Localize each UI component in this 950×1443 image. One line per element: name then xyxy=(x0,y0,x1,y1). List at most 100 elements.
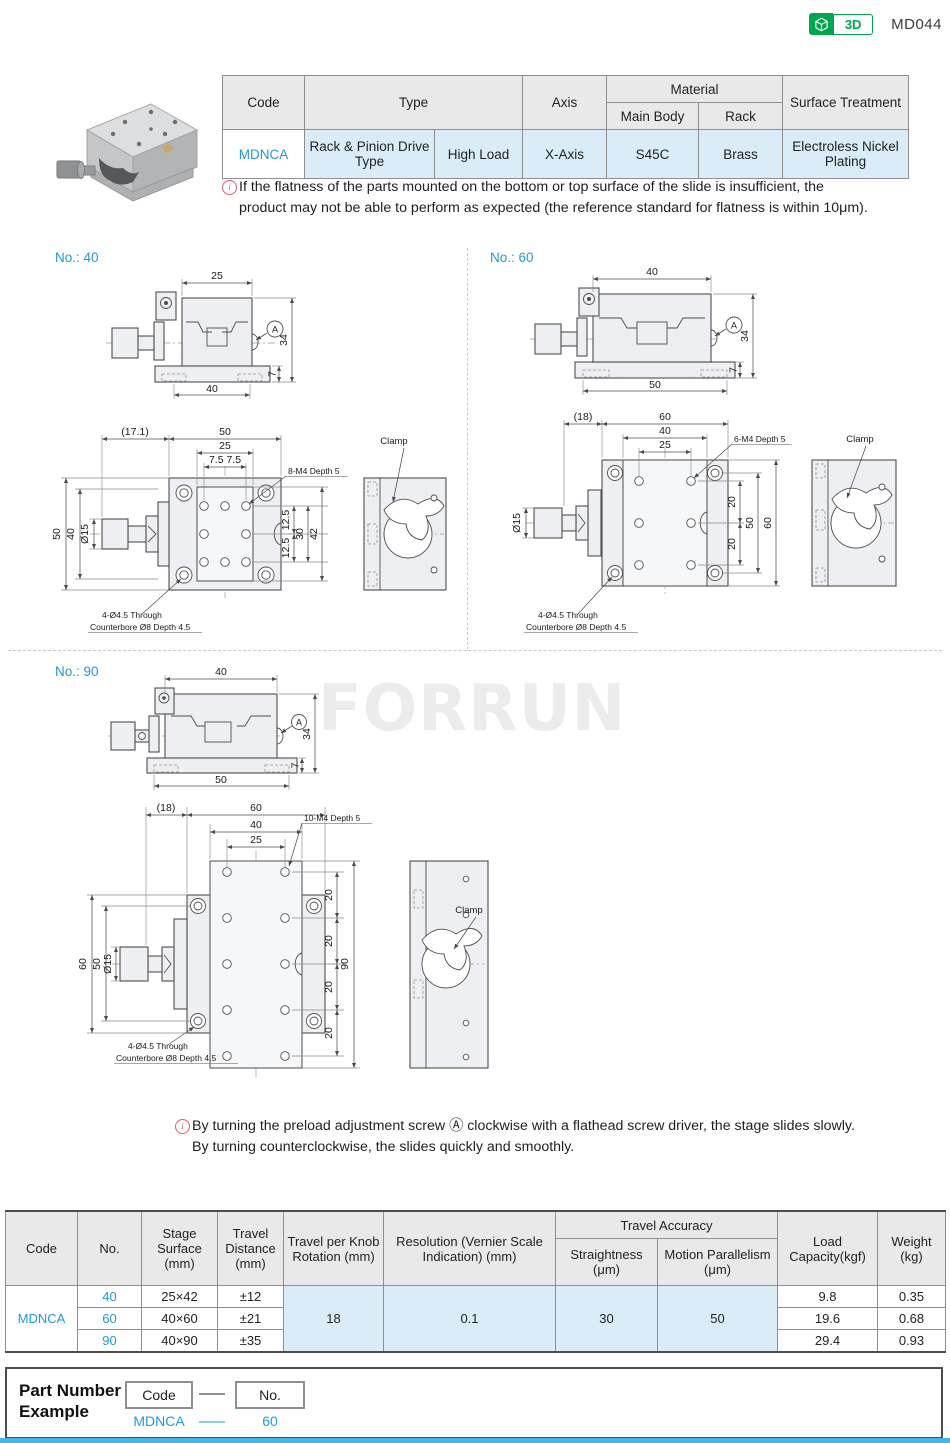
dim-label: 50 xyxy=(91,958,103,970)
preload-note-line1: By turning the preload adjustment screw … xyxy=(192,1118,855,1134)
size-stage-60: 40×60 xyxy=(141,1307,218,1330)
preload-note-line2: By turning counterclockwise, the slides … xyxy=(192,1139,575,1155)
part-number-code-value: MDNCA xyxy=(133,1413,185,1429)
size-no-90[interactable]: 90 xyxy=(77,1329,142,1353)
dim-label: 30 xyxy=(294,528,306,540)
part-number-title: Part Number Example xyxy=(19,1381,122,1421)
spec-table: Code Type Axis Material Surface Treatmen… xyxy=(222,75,910,179)
flatness-note-line1: If the flatness of the parts mounted on … xyxy=(239,179,824,195)
dim-label: 60 xyxy=(77,958,89,970)
dim-label: 20 xyxy=(323,981,335,993)
dashed-divider-vertical xyxy=(467,248,468,650)
dim-label: 12.5 xyxy=(280,510,292,531)
dim-label: 25 xyxy=(211,270,223,282)
dim-label: 20 xyxy=(323,1027,335,1039)
spec-header-surface: Surface Treatment xyxy=(782,75,910,130)
size-header-weight: Weight (kg) xyxy=(877,1210,946,1286)
info-icon: i xyxy=(175,1119,190,1134)
screw-ref-label: A xyxy=(731,321,737,331)
screw-ref-label: A xyxy=(296,718,302,728)
size-table: Code No. Stage Surface (mm) Travel Dista… xyxy=(5,1210,946,1353)
dim-label: 20 xyxy=(726,496,738,508)
size-header-code: Code xyxy=(5,1210,78,1286)
info-icon: i xyxy=(222,180,237,195)
dim-label: 60 xyxy=(250,802,262,814)
dim-label: 20 xyxy=(323,889,335,901)
dim-label: 40 xyxy=(65,528,77,540)
spec-type-load: High Load xyxy=(434,129,523,179)
no90-side-drawing: A 40 34 7 50 xyxy=(108,666,319,790)
size-header-no: No. xyxy=(77,1210,142,1286)
3d-badge[interactable]: 3D xyxy=(809,13,874,35)
size-header-travel: Travel Distance (mm) xyxy=(217,1210,284,1286)
dim-label: 40 xyxy=(250,819,262,831)
3d-badge-label: 3D xyxy=(833,13,874,35)
spec-main-body-value: S45C xyxy=(606,129,699,179)
dash-line xyxy=(199,1393,225,1395)
dim-label: Ø15 xyxy=(102,954,114,974)
spec-header-axis: Axis xyxy=(522,75,607,130)
size-load-40: 9.8 xyxy=(777,1285,878,1308)
size-header-straightness: Straightness (μm) xyxy=(555,1238,658,1286)
dim-label: 50 xyxy=(744,517,756,529)
size-header-accuracy: Travel Accuracy xyxy=(555,1210,778,1239)
size-travel-40: ±12 xyxy=(217,1285,284,1308)
size-header-stage: Stage Surface (mm) xyxy=(141,1210,218,1286)
screw-ref-label: A xyxy=(272,325,278,335)
tap-callout: 10-M4 Depth 5 xyxy=(304,813,360,823)
size-code-value[interactable]: MDNCA xyxy=(5,1285,78,1353)
size-weight-60: 0.68 xyxy=(877,1307,946,1330)
spec-code-value[interactable]: MDNCA xyxy=(222,129,305,179)
size-travel-60: ±21 xyxy=(217,1307,284,1330)
size-travel-90: ±35 xyxy=(217,1329,284,1353)
size-weight-90: 0.93 xyxy=(877,1329,946,1353)
spec-header-material: Material xyxy=(605,75,784,103)
cbore-callout-line1: 4-Ø4.5 Through xyxy=(102,610,162,620)
tap-callout: 8-M4 Depth 5 xyxy=(288,466,340,476)
dim-label: 50 xyxy=(51,528,63,540)
spec-header-code: Code xyxy=(222,75,305,130)
spec-header-rack: Rack xyxy=(697,102,784,130)
dim-label: 20 xyxy=(323,935,335,947)
dim-label: Ø15 xyxy=(79,524,91,544)
dim-label: 40 xyxy=(659,425,671,437)
dim-label: 34 xyxy=(739,330,751,342)
page-header: 3D MD044 xyxy=(809,13,942,35)
part-number-example: Part Number Example Code No. MDNCA 60 xyxy=(5,1367,943,1439)
dim-label: 50 xyxy=(649,379,661,391)
part-number-no-box: No. xyxy=(235,1381,305,1409)
spec-axis-value: X-Axis xyxy=(522,129,607,179)
dim-label: 40 xyxy=(206,383,218,395)
dim-label: 20 xyxy=(726,538,738,550)
size-resolution: 0.1 xyxy=(383,1285,556,1353)
size-stage-40: 25×42 xyxy=(141,1285,218,1308)
part-number-no-value: 60 xyxy=(262,1413,278,1429)
size-no-40[interactable]: 40 xyxy=(77,1285,142,1308)
size-no-60[interactable]: 60 xyxy=(77,1307,142,1330)
watermark: FORRUN xyxy=(318,672,627,746)
dim-label: 25 xyxy=(219,440,231,452)
dim-label: 40 xyxy=(646,266,658,278)
tap-callout: 6-M4 Depth 5 xyxy=(734,434,786,444)
flatness-note: i If the flatness of the parts mounted o… xyxy=(222,177,922,219)
size-header-parallelism: Motion Parallelism (μm) xyxy=(657,1238,778,1286)
no60-plan-drawing: (18) 60 40 25 Ø15 20 20 50 60 6-M4 Depth… xyxy=(511,411,897,633)
dim-label: 60 xyxy=(762,517,774,529)
size-header-knob: Travel per Knob Rotation (mm) xyxy=(283,1210,384,1286)
size-knob-rotation: 18 xyxy=(283,1285,384,1353)
size-header-resolution: Resolution (Vernier Scale Indication) (m… xyxy=(383,1210,556,1286)
size-load-60: 19.6 xyxy=(777,1307,878,1330)
no40-side-drawing: A 25 34 7 40 xyxy=(106,270,296,399)
dim-label: 42 xyxy=(308,528,320,540)
dim-label: (18) xyxy=(574,411,593,423)
dim-label: 25 xyxy=(659,439,671,451)
dim-label: 40 xyxy=(215,666,227,678)
part-number-code-box: Code xyxy=(125,1381,193,1409)
spec-surface-value: Electroless Nickel Plating xyxy=(782,129,910,179)
table-row: 90 40×90 ±35 29.4 0.93 xyxy=(6,1329,946,1353)
cbore-callout-line2: Counterbore Ø8 Depth 4.5 xyxy=(526,622,626,632)
clamp-label: Clamp xyxy=(455,905,482,916)
product-photo xyxy=(56,103,199,202)
table-row: 60 40×60 ±21 19.6 0.68 xyxy=(6,1307,946,1330)
no40-plan-drawing: (17.1) 50 25 7.5 7.5 50 40 Ø15 12.5 12.5… xyxy=(51,426,447,633)
